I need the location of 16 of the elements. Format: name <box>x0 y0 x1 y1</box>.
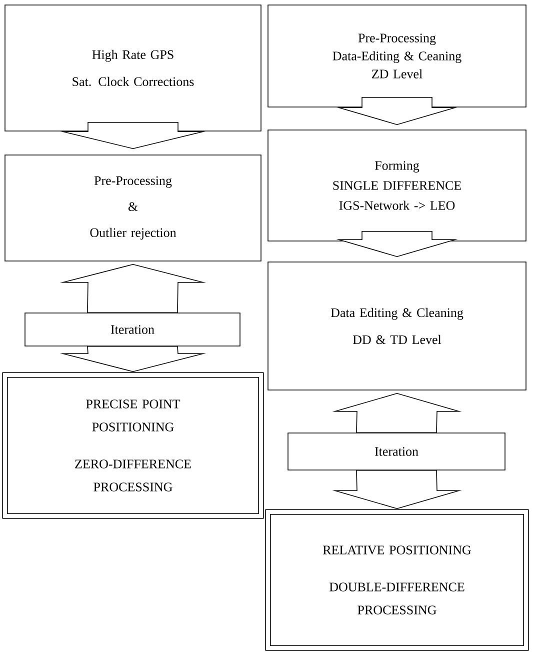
block-arrow <box>60 346 206 372</box>
block-arrow <box>60 264 206 313</box>
iteration-box: Iteration <box>24 312 240 346</box>
process-box: Pre-Processing Data-Editing & Ceaning ZD Level <box>268 4 526 108</box>
result-box: RELATIVE POSITIONING DOUBLE-DIFFERENCE PROCESSING <box>265 509 529 651</box>
block-arrow <box>332 470 462 510</box>
block-arrow <box>336 97 458 126</box>
process-box: Forming SINGLE DIFFERENCE IGS-Network -> LEO <box>268 130 526 242</box>
iteration-box: Iteration <box>288 432 506 470</box>
process-box: High Rate GPS Sat. Clock Corrections <box>4 4 262 132</box>
block-arrow <box>336 231 458 258</box>
result-box: PRECISE POINT POSITIONING ZERO-DIFFERENCE PROCESSING <box>2 372 264 519</box>
process-box: Pre-Processing & Outlier rejection <box>4 154 262 262</box>
block-arrow <box>332 392 462 433</box>
block-arrow <box>60 122 206 150</box>
process-box: Data Editing & Cleaning DD & TD Level <box>268 262 526 390</box>
